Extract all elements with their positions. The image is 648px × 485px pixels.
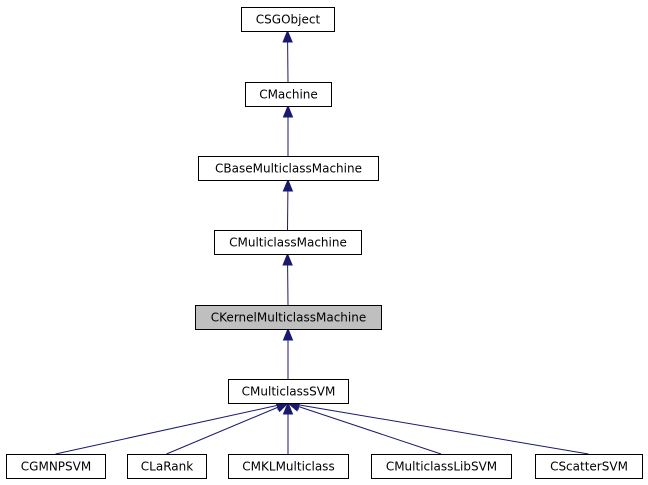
class-node-label: CMachine	[259, 88, 318, 102]
class-nodes: CSGObjectCMachineCBaseMulticlassMachineC…	[6, 7, 643, 479]
class-node-label: CMKLMulticlass	[242, 460, 334, 474]
inheritance-edge	[286, 401, 442, 455]
inheritance-edge	[282, 29, 293, 83]
edge-arrowhead	[282, 252, 293, 266]
edge-arrowhead	[282, 327, 294, 341]
edge-arrowhead	[282, 104, 294, 118]
class-node-label: CMulticlassSVM	[242, 385, 336, 399]
class-node-label: CMulticlassMachine	[229, 236, 347, 250]
class-node-box	[228, 454, 349, 479]
edge-line	[298, 404, 589, 455]
class-node-cgmnpsvm[interactable]: CGMNPSVM	[6, 454, 106, 479]
class-node-cmulticlasslibsvm[interactable]: CMulticlassLibSVM	[371, 454, 512, 479]
inheritance-edges	[55, 29, 589, 455]
inheritance-edge	[282, 401, 294, 454]
class-node-ckernelmulticlassmachine: CKernelMulticlassMachine	[195, 305, 382, 330]
inheritance-edge	[55, 400, 290, 455]
class-node-label: CMulticlassLibSVM	[386, 460, 497, 474]
class-node-label: CSGObject	[256, 13, 321, 27]
edge-arrowhead	[282, 178, 294, 192]
class-node-box	[245, 82, 332, 107]
class-node-csgobject[interactable]: CSGObject	[241, 7, 335, 32]
class-node-label: CLaRank	[141, 460, 193, 474]
edge-arrowhead	[282, 29, 293, 43]
edge-arrowhead	[282, 401, 294, 415]
class-node-box	[6, 454, 106, 479]
inheritance-edge	[282, 252, 293, 306]
edge-line	[298, 406, 442, 455]
class-node-box	[214, 230, 362, 255]
class-node-box	[535, 454, 643, 479]
class-node-box	[228, 379, 349, 404]
class-node-cmklmulticlass[interactable]: CMKLMulticlass	[228, 454, 349, 479]
inheritance-edge	[282, 178, 294, 231]
class-node-cmulticlassmachine[interactable]: CMulticlassMachine	[214, 230, 362, 255]
class-node-label: CBaseMulticlassMachine	[215, 162, 362, 176]
class-node-box	[241, 7, 335, 32]
class-node-label: CKernelMulticlassMachine	[211, 311, 366, 325]
inheritance-edge	[282, 104, 294, 156]
inheritance-edge	[282, 327, 294, 379]
class-node-label: CScatterSVM	[550, 460, 628, 474]
class-node-label: CGMNPSVM	[21, 460, 91, 474]
inheritance-edge	[166, 402, 290, 455]
inheritance-edge	[286, 399, 589, 455]
class-node-cmachine[interactable]: CMachine	[245, 82, 332, 107]
class-node-clarank[interactable]: CLaRank	[127, 454, 207, 479]
class-node-cmulticlasssvm[interactable]: CMulticlassSVM	[228, 379, 349, 404]
class-node-cbasemulticlassmachine[interactable]: CBaseMulticlassMachine	[198, 156, 379, 181]
edge-line	[166, 406, 279, 455]
class-node-cscattersvm[interactable]: CScatterSVM	[535, 454, 643, 479]
class-node-box	[198, 156, 379, 181]
edge-line	[55, 404, 278, 455]
class-node-box	[371, 454, 512, 479]
class-node-box	[127, 454, 207, 479]
class-node-box	[195, 305, 382, 330]
